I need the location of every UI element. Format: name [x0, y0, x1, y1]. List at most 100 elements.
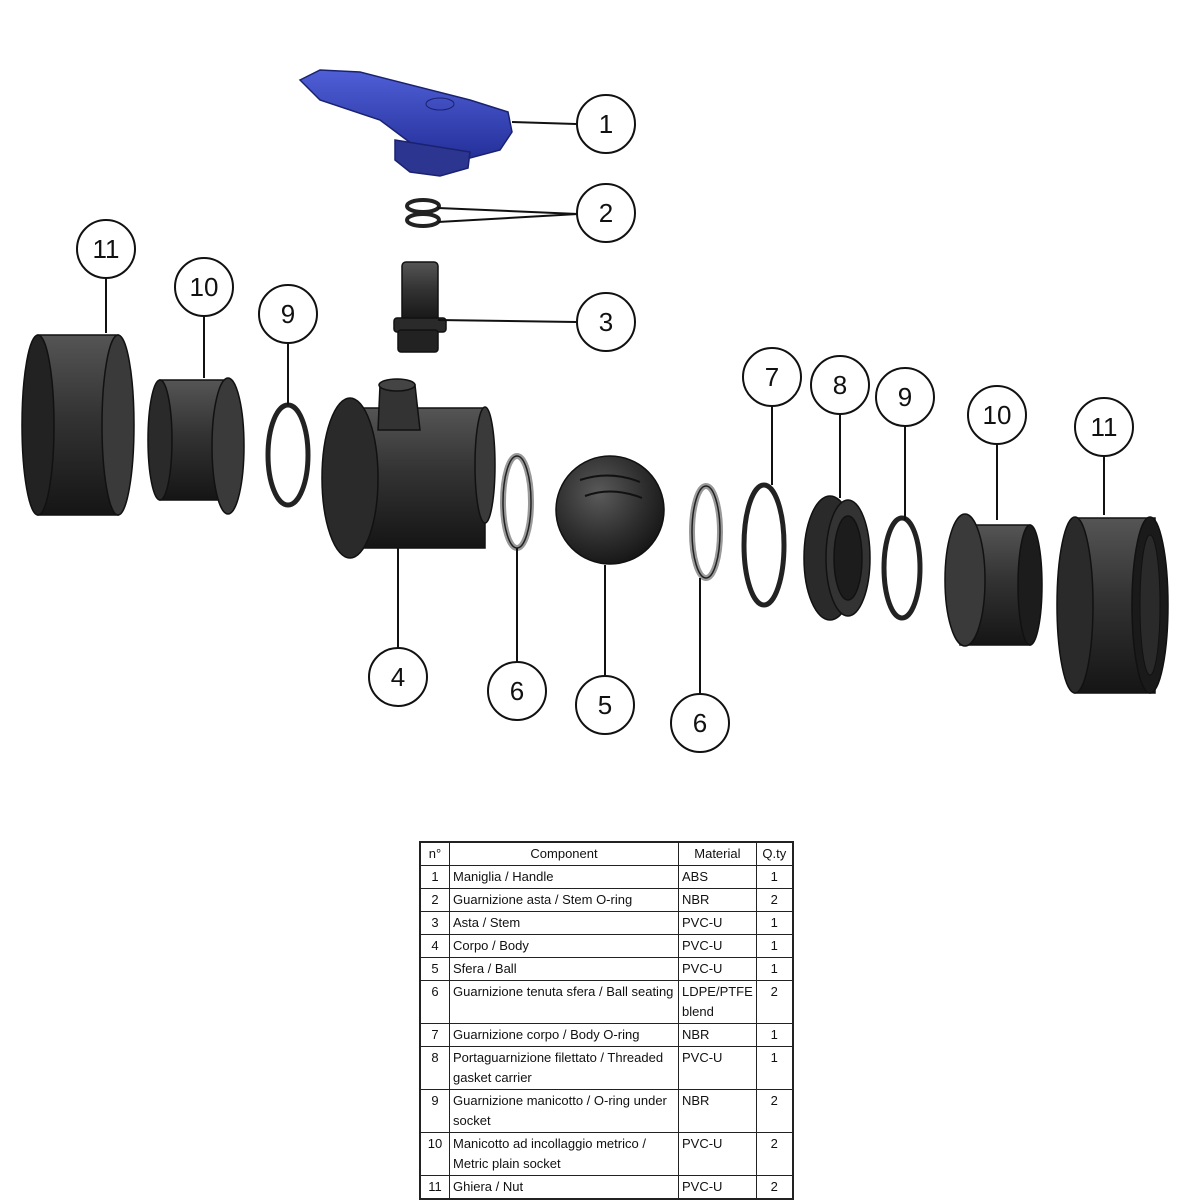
row-number: 2 — [419, 888, 450, 912]
stem-part — [393, 261, 447, 353]
svg-text:8: 8 — [833, 370, 847, 400]
row-quantity: 1 — [755, 1023, 794, 1047]
ball-part — [555, 455, 665, 565]
socket-o-ring-right-part — [881, 515, 923, 621]
row-number: 5 — [419, 957, 450, 981]
svg-text:11: 11 — [93, 234, 120, 264]
row-component: Guarnizione tenuta sfera / Ball seating — [449, 980, 679, 1024]
row-component: Portaguarnizione filettato / Threaded ga… — [449, 1046, 679, 1090]
callout-3: 3 — [576, 292, 636, 352]
callout-6-right: 6 — [670, 693, 730, 753]
exploded-valve-diagram: 1 2 3 4 5 6 6 7 8 9 9 10 10 11 11 — [21, 69, 1169, 753]
metric-socket-right-part — [944, 513, 1043, 647]
row-number: 11 — [419, 1175, 450, 1200]
row-material: PVC-U — [678, 934, 757, 958]
row-material: LDPE/PTFE blend — [678, 980, 757, 1024]
header-material: Material — [678, 841, 757, 866]
row-quantity: 1 — [755, 865, 794, 889]
svg-text:1: 1 — [599, 109, 613, 139]
row-number: 10 — [419, 1132, 450, 1176]
svg-text:7: 7 — [765, 362, 779, 392]
row-material: PVC-U — [678, 911, 757, 935]
row-number: 4 — [419, 934, 450, 958]
valve-body-part — [321, 378, 496, 559]
row-quantity: 2 — [755, 980, 794, 1024]
nut-left-part — [21, 334, 135, 516]
row-quantity: 2 — [755, 1132, 794, 1176]
svg-text:2: 2 — [599, 198, 613, 228]
row-quantity: 1 — [755, 957, 794, 981]
row-material: NBR — [678, 1089, 757, 1133]
row-quantity: 1 — [755, 1046, 794, 1090]
svg-text:5: 5 — [598, 690, 612, 720]
header-quantity: Q.ty — [755, 841, 794, 866]
row-material: NBR — [678, 1023, 757, 1047]
row-number: 9 — [419, 1089, 450, 1133]
svg-text:9: 9 — [281, 299, 295, 329]
row-material: ABS — [678, 865, 757, 889]
callout-7: 7 — [742, 347, 802, 407]
row-material: PVC-U — [678, 1175, 757, 1200]
row-number: 6 — [419, 980, 450, 1024]
row-number: 7 — [419, 1023, 450, 1047]
svg-text:11: 11 — [1091, 412, 1118, 442]
row-quantity: 2 — [755, 1089, 794, 1133]
row-quantity: 2 — [755, 888, 794, 912]
row-quantity: 1 — [755, 911, 794, 935]
row-component: Guarnizione manicotto / O-ring under soc… — [449, 1089, 679, 1133]
callout-10-right: 10 — [967, 385, 1027, 445]
svg-text:6: 6 — [510, 676, 524, 706]
metric-socket-left-part — [147, 377, 245, 515]
row-component: Guarnizione asta / Stem O-ring — [449, 888, 679, 912]
header-component: Component — [449, 841, 679, 866]
handle-part — [298, 69, 513, 177]
ball-seating-left-part — [500, 453, 534, 551]
callout-10-left: 10 — [174, 257, 234, 317]
row-component: Guarnizione corpo / Body O-ring — [449, 1023, 679, 1047]
row-number: 3 — [419, 911, 450, 935]
socket-o-ring-left-part — [265, 402, 311, 508]
row-material: PVC-U — [678, 1046, 757, 1090]
row-component: Manicotto ad incollaggio metrico / Metri… — [449, 1132, 679, 1176]
ball-seating-right-part — [689, 483, 723, 581]
leader-lines — [105, 121, 1105, 694]
callout-5: 5 — [575, 675, 635, 735]
callout-9-right: 9 — [875, 367, 935, 427]
callout-6-left: 6 — [487, 661, 547, 721]
threaded-gasket-carrier-part — [803, 495, 871, 621]
callout-11-right: 11 — [1074, 397, 1134, 457]
table-header-row: n° Component Material Q.ty — [419, 841, 794, 866]
svg-text:4: 4 — [391, 662, 405, 692]
callout-2: 2 — [576, 183, 636, 243]
row-number: 8 — [419, 1046, 450, 1090]
svg-text:10: 10 — [190, 272, 219, 302]
row-number: 1 — [419, 865, 450, 889]
svg-text:9: 9 — [898, 382, 912, 412]
stem-o-rings-part — [405, 198, 441, 228]
nut-right-part — [1056, 516, 1169, 694]
row-component: Maniglia / Handle — [449, 865, 679, 889]
callout-1: 1 — [576, 94, 636, 154]
callout-9-left: 9 — [258, 284, 318, 344]
row-component: Asta / Stem — [449, 911, 679, 935]
callout-8: 8 — [810, 355, 870, 415]
row-material: PVC-U — [678, 1132, 757, 1176]
row-quantity: 1 — [755, 934, 794, 958]
callout-11-left: 11 — [76, 219, 136, 279]
callout-4: 4 — [368, 647, 428, 707]
row-component: Ghiera / Nut — [449, 1175, 679, 1200]
row-component: Corpo / Body — [449, 934, 679, 958]
svg-text:10: 10 — [983, 400, 1012, 430]
